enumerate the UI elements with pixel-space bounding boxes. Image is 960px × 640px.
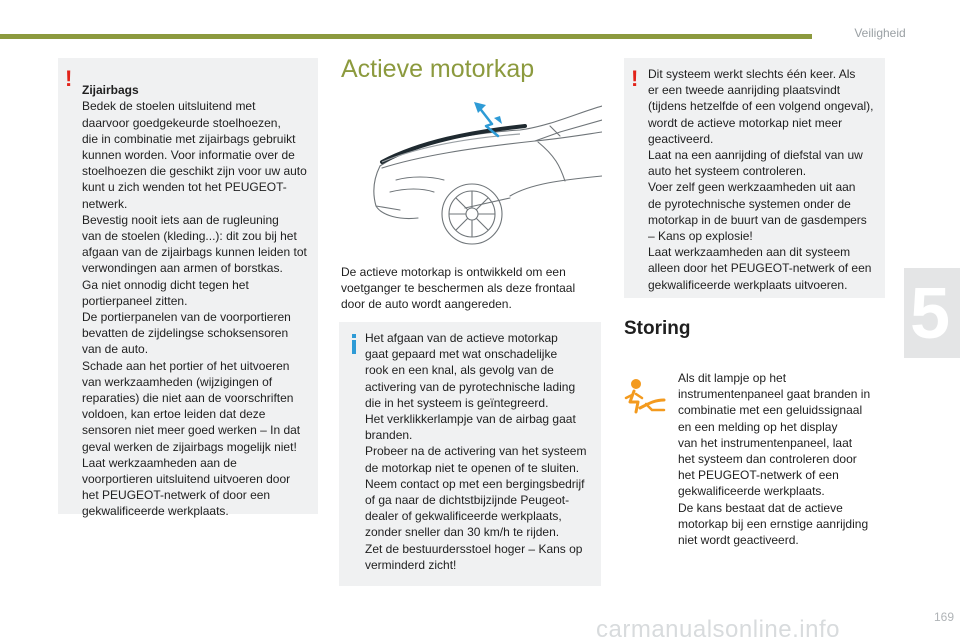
chapter-tab [904, 268, 960, 358]
airbags-warning-body: Bedek de stoelen uitsluitend met daarvoo… [82, 99, 307, 519]
info-i-icon [352, 334, 356, 354]
car-active-bonnet-illustration [373, 102, 602, 245]
watermark: carmanualsonline.info [596, 616, 840, 640]
airbags-warning-title: Zijairbags [82, 83, 139, 98]
chapter-number: 5 [909, 274, 951, 354]
page-number: 169 [933, 610, 954, 624]
system-warning-text: Dit systeem werkt slechts één keer. Als … [648, 67, 874, 292]
header-rule [0, 34, 812, 39]
system-warning-box: ! Dit systeem werkt slechts één keer. Al… [624, 58, 885, 298]
section-label: Veiligheid [854, 26, 906, 40]
exclamation-warning-icon: ! [65, 66, 73, 91]
motorkap-intro-text: De actieve motorkap is ontwikkeld om een… [341, 265, 576, 312]
motorkap-info-box: Het afgaan van de actieve motorkap gaat … [339, 322, 601, 586]
storing-text: Als dit lampje op het instrumentenpaneel… [678, 371, 871, 548]
page-title: Actieve motorkap [341, 55, 535, 83]
motorkap-info-text: Het afgaan van de actieve motorkap gaat … [365, 331, 587, 572]
pedestrian-bonnet-warning-lamp-icon [624, 379, 666, 414]
storing-heading: Storing [624, 318, 691, 339]
exclamation-warning-icon: ! [631, 66, 639, 91]
